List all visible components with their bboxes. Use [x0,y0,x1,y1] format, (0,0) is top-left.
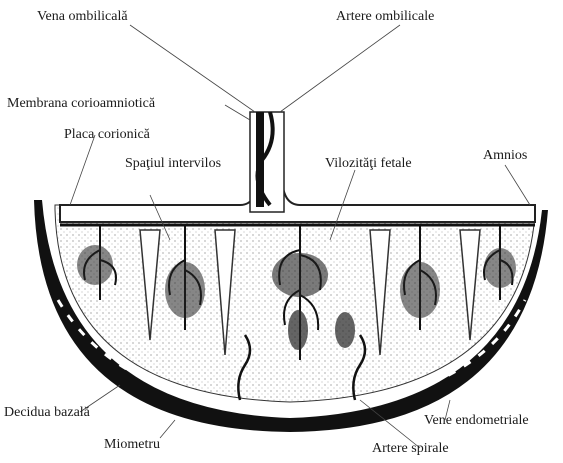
label-vene-endometriale: Vene endometriale [424,413,529,429]
label-vena-ombilicala: Vena ombilicală [37,9,128,25]
label-membrana-corioamniotica: Membrana corioamniotică [7,96,155,112]
label-artere-spirale: Artere spirale [372,441,449,457]
label-amnios: Amnios [483,148,527,164]
label-vilozitati-fetale: Vilozităţi fetale [325,156,412,172]
label-decidua-bazala: Decidua bazală [4,405,90,421]
label-placa-corionica: Placa corionică [64,127,150,143]
label-miometru: Miometru [104,437,160,453]
umbilical-cord [250,112,284,212]
label-spatiul-intervilos: Spaţiul intervilos [118,156,228,172]
label-artere-ombilicale: Artere ombilicale [336,9,434,25]
